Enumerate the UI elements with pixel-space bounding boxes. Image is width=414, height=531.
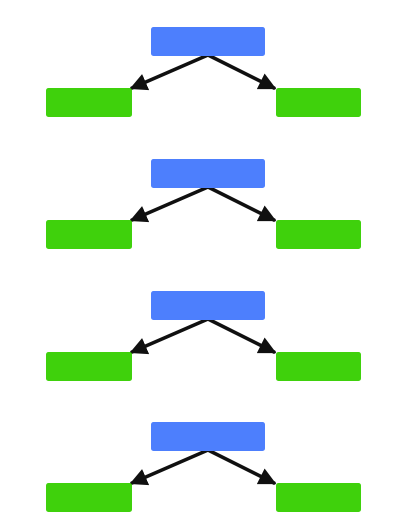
child-node-left bbox=[46, 220, 132, 249]
child-node-left bbox=[46, 483, 132, 512]
parent-node bbox=[151, 422, 265, 451]
child-node-left bbox=[46, 352, 132, 381]
tree-diagram-1 bbox=[46, 27, 361, 117]
child-node-left bbox=[46, 88, 132, 117]
child-node-right bbox=[276, 483, 361, 512]
arrow-left bbox=[129, 185, 210, 223]
parent-node bbox=[151, 27, 265, 56]
arrow-right bbox=[206, 53, 277, 90]
arrow-left bbox=[129, 53, 210, 91]
diagrams-layer bbox=[46, 27, 361, 512]
arrow-right bbox=[206, 317, 277, 354]
child-node-right bbox=[276, 352, 361, 381]
parent-node bbox=[151, 159, 265, 188]
arrow-left bbox=[129, 317, 210, 355]
tree-diagram-3 bbox=[46, 291, 361, 381]
tree-diagram-2 bbox=[46, 159, 361, 249]
parent-node bbox=[151, 291, 265, 320]
child-node-right bbox=[276, 220, 361, 249]
arrow-right bbox=[206, 185, 277, 222]
child-node-right bbox=[276, 88, 361, 117]
arrow-right bbox=[206, 448, 277, 485]
arrow-left bbox=[129, 448, 210, 486]
tree-diagram-4 bbox=[46, 422, 361, 512]
